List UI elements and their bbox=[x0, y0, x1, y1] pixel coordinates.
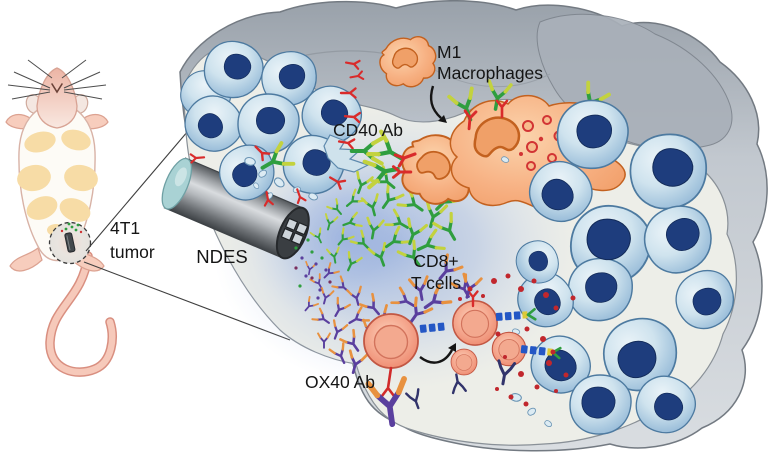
t-cell bbox=[452, 300, 498, 346]
label-cd40-ab: CD40 Ab bbox=[333, 120, 403, 140]
label-m1-line2: Macrophages bbox=[437, 63, 543, 83]
t-cell-main bbox=[363, 313, 419, 369]
recruitment-arrowhead bbox=[438, 115, 447, 123]
mouse-nose bbox=[51, 83, 63, 94]
mouse-head bbox=[36, 67, 78, 129]
label-ndes: NDES bbox=[196, 246, 247, 267]
released-drug-dots bbox=[294, 238, 332, 300]
label-m1-line1: M1 bbox=[437, 42, 461, 62]
mouse-whiskers bbox=[7, 59, 107, 100]
mouse-illustration bbox=[5, 59, 117, 377]
ndes-cap-teal bbox=[161, 157, 193, 210]
ndes-device bbox=[161, 157, 310, 260]
label-4t1-tumor-line2: tumor bbox=[110, 242, 155, 262]
t-cell bbox=[450, 348, 478, 376]
labels: 4T1 tumor NDES CD40 Ab M1 Macrophages CD… bbox=[110, 42, 543, 392]
label-cd8-line1: CD8+ bbox=[413, 251, 458, 271]
t-cell bbox=[491, 331, 527, 367]
label-4t1-tumor-line1: 4T1 bbox=[110, 218, 140, 238]
t-cell-activation-arrow bbox=[419, 349, 454, 364]
ox40-receptor bbox=[380, 366, 396, 398]
ndes-nanochannel-grid bbox=[280, 217, 309, 246]
cytotoxic-granules bbox=[458, 273, 576, 407]
label-ox40-ab: OX40 Ab bbox=[305, 372, 375, 392]
recruitment-arrow bbox=[429, 85, 442, 119]
tumor-site-marker bbox=[48, 221, 92, 265]
cd8-t-cells bbox=[363, 253, 576, 427]
label-cd8-line2: T cells bbox=[411, 273, 461, 293]
mouse-hindlimb-left bbox=[9, 246, 43, 272]
drug-release-dots bbox=[64, 222, 80, 232]
